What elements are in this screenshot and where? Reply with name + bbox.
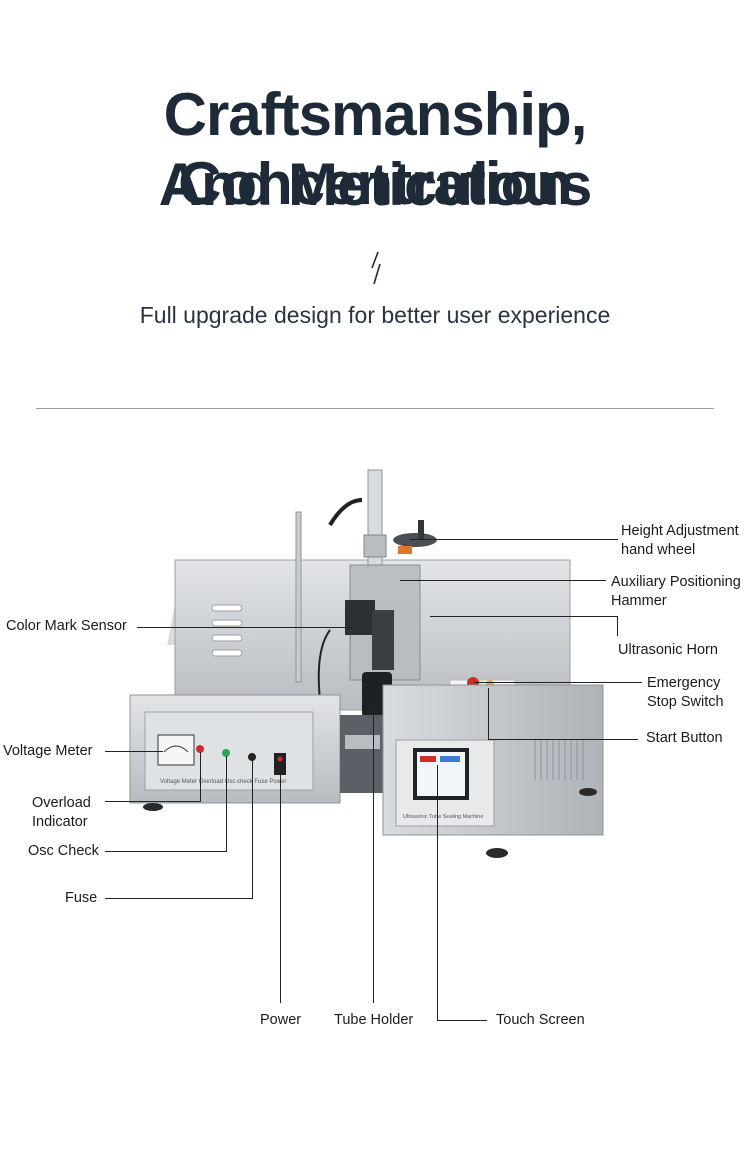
panel-label-text: Voltage Meter Overload Osc check Fuse Po…	[160, 779, 286, 785]
label-tube-holder: Tube Holder	[334, 1012, 414, 1028]
callout-line-overload-v	[200, 752, 201, 802]
callout-line-horn-h	[430, 616, 617, 617]
callout-line-voltage	[105, 751, 163, 752]
callout-line-osc-v	[226, 756, 227, 852]
callout-line-start-v	[488, 688, 489, 739]
screen-plate-text: Ultrasonic Tube Sealing Machine	[403, 814, 483, 820]
label-voltage-meter: Voltage Meter	[3, 743, 93, 759]
callout-line-osc-h	[105, 851, 226, 852]
callout-line-power	[280, 765, 281, 1003]
callout-line-height-adjust	[410, 539, 618, 540]
page-title-line-2: And Meticulous	[158, 151, 593, 218]
page-title-line-1: Craftsmanship, Concentration	[163, 81, 588, 217]
label-ultrasonic-horn: Ultrasonic Horn	[618, 642, 718, 658]
callout-line-touch-v	[437, 765, 438, 1021]
callout-line-overload-h	[105, 801, 201, 802]
machine-illustration: LTPK Voltage Meter Overload Osc check Fu…	[129, 469, 604, 858]
label-aux-hammer-2: Hammer	[611, 593, 667, 609]
label-height-adjust-1: Height Adjustment	[621, 523, 739, 539]
callout-line-horn-v	[617, 616, 618, 636]
callout-line-fuse-h	[105, 898, 252, 899]
label-aux-hammer-1: Auxiliary Positioning	[611, 574, 741, 590]
label-height-adjust-2: hand wheel	[621, 542, 696, 558]
callout-line-start-h	[488, 739, 638, 740]
label-overload-1: Overload	[32, 795, 91, 811]
callout-line-color-mark	[137, 627, 353, 628]
label-emergency-1: Emergency	[647, 675, 721, 691]
section-divider	[36, 408, 714, 409]
label-fuse: Fuse	[65, 890, 98, 906]
label-start-button: Start Button	[646, 730, 723, 746]
label-osc-check: Osc Check	[28, 843, 99, 859]
label-color-mark: Color Mark Sensor	[6, 618, 127, 634]
callout-line-touch-h	[437, 1020, 487, 1021]
label-touch-screen: Touch Screen	[496, 1012, 585, 1028]
callout-line-fuse-v	[252, 760, 253, 899]
callout-line-tube-holder	[373, 700, 374, 1003]
slash-divider-icon	[371, 251, 381, 285]
label-overload-2: Indicator	[32, 814, 88, 830]
label-emergency-2: Stop Switch	[647, 694, 724, 710]
page-subtitle: Full upgrade design for better user expe…	[139, 302, 611, 328]
label-power: Power	[260, 1012, 302, 1028]
callout-line-emergency	[474, 682, 642, 683]
callout-line-aux-hammer	[400, 580, 606, 581]
